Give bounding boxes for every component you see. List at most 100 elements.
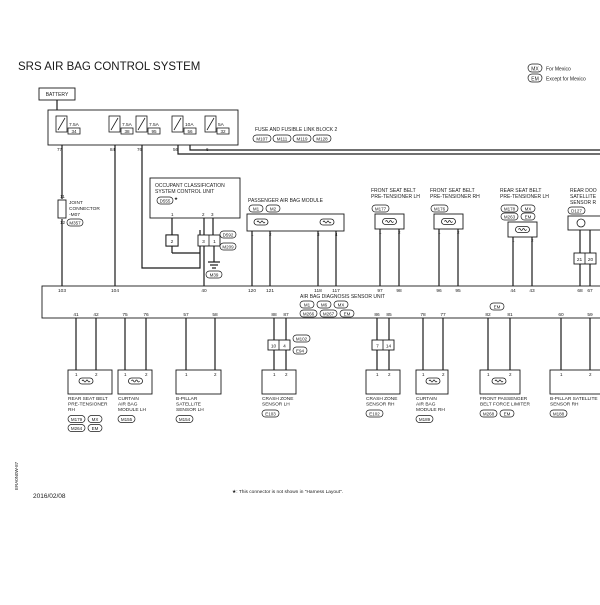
svg-text:2: 2 <box>202 212 205 217</box>
diag-bottom-pin: 57 <box>183 312 189 318</box>
svg-text:CONNECTOR: CONNECTOR <box>69 206 100 212</box>
svg-text:AIR BAG DIAGNOSIS SENSOR UNIT: AIR BAG DIAGNOSIS SENSOR UNIT <box>300 294 385 300</box>
fuse-number: 34 <box>71 129 77 134</box>
svg-text:10: 10 <box>271 344 277 350</box>
squib-icon <box>382 218 397 225</box>
svg-text:E94: E94 <box>296 349 305 354</box>
diag-top-pin: 98 <box>396 288 402 294</box>
fuse-amp: 5A <box>218 122 225 128</box>
legend-label-em: Except for Mexico <box>546 77 586 83</box>
diag-bottom-pin: 82 <box>485 312 491 318</box>
component-pin: 2 <box>214 372 217 377</box>
component-label: CRASH ZONE <box>366 396 397 402</box>
svg-text:M6: M6 <box>321 303 328 308</box>
component-label: B-PILLAR SATELLITE <box>550 396 598 402</box>
component-label: CURTAIN <box>416 396 437 402</box>
fuse-amp: 10A <box>185 122 194 128</box>
svg-text:D592: D592 <box>223 233 234 238</box>
svg-text:2: 2 <box>171 239 174 245</box>
occupant-relay-left <box>165 234 179 247</box>
svg-text:-M07: -M07 <box>69 212 80 218</box>
diag-bottom-pin: 87 <box>283 312 289 318</box>
component-connector: M178 <box>504 207 516 212</box>
component-label: MODULE RH <box>416 407 445 413</box>
svg-text:SENSOR R: SENSOR R <box>570 200 597 206</box>
diag-top-pin: 120 <box>248 288 256 294</box>
svg-text:JOINT: JOINT <box>69 200 83 206</box>
diag-top-pin: 44 <box>510 288 516 294</box>
component-pin: 1 <box>422 372 425 377</box>
svg-text:11: 11 <box>60 194 65 199</box>
component-pin: 1 <box>185 372 188 377</box>
component-label: PRE-TENSIONER LH <box>371 194 420 200</box>
component-label: REAR SEAT BELT <box>500 188 541 194</box>
component-connector: M177 <box>375 207 387 212</box>
component-label: SATELLITE <box>176 402 201 408</box>
component-label: PRE-TENSIONER RH <box>430 194 480 200</box>
diag-bottom-pin: 88 <box>271 312 277 318</box>
svg-text:PASSENGER AIR BAG MODULE: PASSENGER AIR BAG MODULE <box>248 198 324 204</box>
joint-connector: 11 12 JOINT CONNECTOR -M07 M357 <box>57 194 100 227</box>
svg-text:M266: M266 <box>303 312 315 317</box>
footnote: ★: This connector is not shown in "Harne… <box>232 489 343 495</box>
fuse-amp: 7.5A <box>69 122 80 128</box>
squib-icon <box>78 377 94 385</box>
component-label: AIR BAG <box>118 402 138 408</box>
svg-text:14: 14 <box>386 344 392 350</box>
svg-text:12: 12 <box>60 220 66 225</box>
component-label: SENSOR RH <box>550 402 579 408</box>
svg-text:MX: MX <box>338 303 345 308</box>
component-pin: 1 <box>487 372 490 377</box>
squib-icon <box>319 218 335 226</box>
component-connector: M176 <box>434 207 446 212</box>
component-label: FRONT PASSENGER <box>480 396 528 402</box>
component-connector: MX <box>92 417 99 422</box>
svg-text:21: 21 <box>577 257 583 263</box>
component-pin: 2 <box>442 372 445 377</box>
diag-bottom-pin: 41 <box>73 312 79 318</box>
component-label: PRE-TENSIONER <box>68 402 108 408</box>
component-connector: M154 <box>179 417 191 422</box>
diag-bottom-pin: 60 <box>558 312 564 318</box>
side-code: ERA0N0W-87 <box>14 461 19 490</box>
component-label: MODULE LH <box>118 407 147 413</box>
fuse-pin: 76 <box>137 147 143 152</box>
svg-text:M209: M209 <box>222 245 234 250</box>
component-connector: M189 <box>419 417 431 422</box>
component-label: CURTAIN <box>118 396 139 402</box>
component-label: FRONT SEAT BELT <box>371 188 416 194</box>
diag-top-pin: 118 <box>314 288 322 294</box>
svg-text:20: 20 <box>588 257 594 263</box>
fuse-block-connector: M119 <box>297 137 308 142</box>
component-pin: 1 <box>124 372 127 377</box>
svg-text:M2: M2 <box>270 207 277 212</box>
fuse-number: 95 <box>151 129 157 134</box>
squib-icon <box>253 218 269 226</box>
svg-text:4: 4 <box>283 344 286 350</box>
fuse-pin: 56 <box>173 147 179 152</box>
occupant-connector: D555 <box>160 199 171 204</box>
svg-text:3: 3 <box>202 239 205 245</box>
legend-code-mx: MX <box>531 67 539 73</box>
component-label: SENSOR LH <box>176 407 204 413</box>
component-pin: 1 <box>273 372 276 377</box>
diag-bottom-pin: 81 <box>507 312 513 318</box>
legend: MX For Mexico EM Except for Mexico <box>527 63 586 83</box>
diag-top-pin: 68 <box>577 288 583 294</box>
svg-text:★: ★ <box>174 196 178 201</box>
diag-top-pin: 95 <box>455 288 461 294</box>
diag-top-pin: 40 <box>201 288 207 294</box>
component-pin: 1 <box>75 372 78 377</box>
component-label: REAR SEAT BELT <box>68 396 108 402</box>
